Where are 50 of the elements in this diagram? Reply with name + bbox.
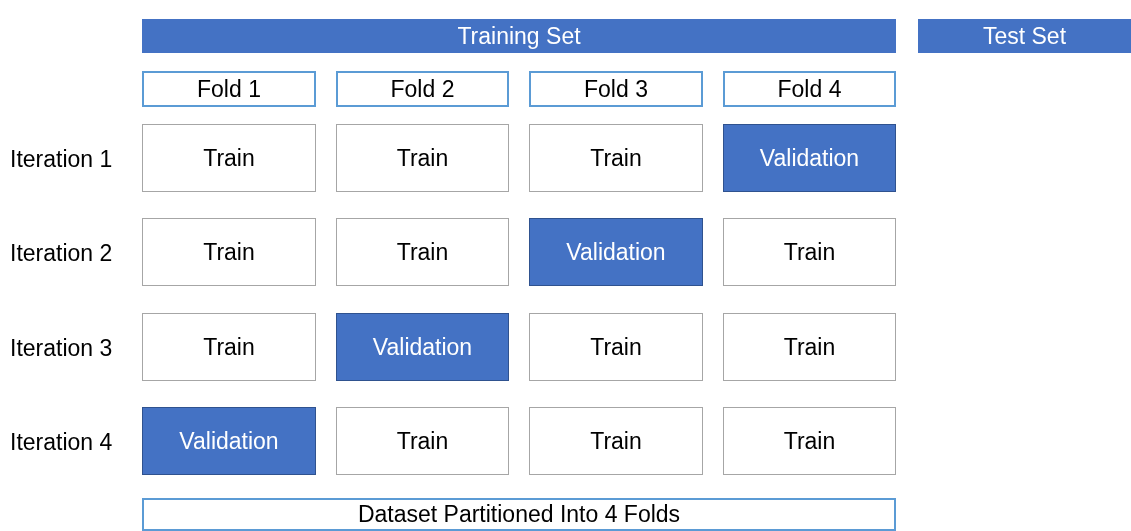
fold-box [723,71,896,107]
box-label: Dataset Partitioned Into 4 Folds [357,501,681,528]
box-label: Test Set [982,22,1067,50]
header-bar [142,19,896,53]
row-label: Iteration 1 [10,145,113,173]
validation-box [142,407,316,475]
validation-box [336,313,509,381]
fold-box [529,71,703,107]
row-label: Iteration 3 [10,334,113,362]
box-label: Train [203,144,255,172]
box-label: Validation [759,144,860,172]
row-label: Iteration 4 [10,428,113,456]
train-box [336,124,509,192]
box-label: Train [590,333,642,361]
box-label: Train [396,144,449,172]
train-box [336,218,509,286]
box-label: Fold 3 [584,75,648,103]
fold-box [142,71,316,107]
box-label: Train [590,427,642,455]
train-box [723,218,896,286]
train-box [142,313,316,381]
box-label: Train [783,427,836,455]
box-label: Train [783,333,836,361]
train-box [529,124,703,192]
dataset-box [142,498,896,531]
train-box [529,407,703,475]
train-box [723,313,896,381]
train-box [723,407,896,475]
box-label: Train [396,238,449,266]
fold-box [336,71,509,107]
box-label: Fold 1 [197,75,261,103]
box-label: Fold 2 [390,75,455,103]
box-label: Validation [566,238,666,266]
box-label: Fold 4 [777,75,842,103]
train-box [142,218,316,286]
validation-box [529,218,703,286]
box-label: Train [203,333,255,361]
train-box [529,313,703,381]
box-label: Validation [372,333,473,361]
box-label: Train [783,238,836,266]
box-label: Train [590,144,642,172]
header-bar [918,19,1131,53]
box-label: Training Set [457,22,581,50]
box-label: Train [203,238,255,266]
box-label: Validation [179,427,279,455]
row-label: Iteration 2 [10,239,113,267]
train-box [142,124,316,192]
train-box [336,407,509,475]
validation-box [723,124,896,192]
box-label: Train [396,427,449,455]
